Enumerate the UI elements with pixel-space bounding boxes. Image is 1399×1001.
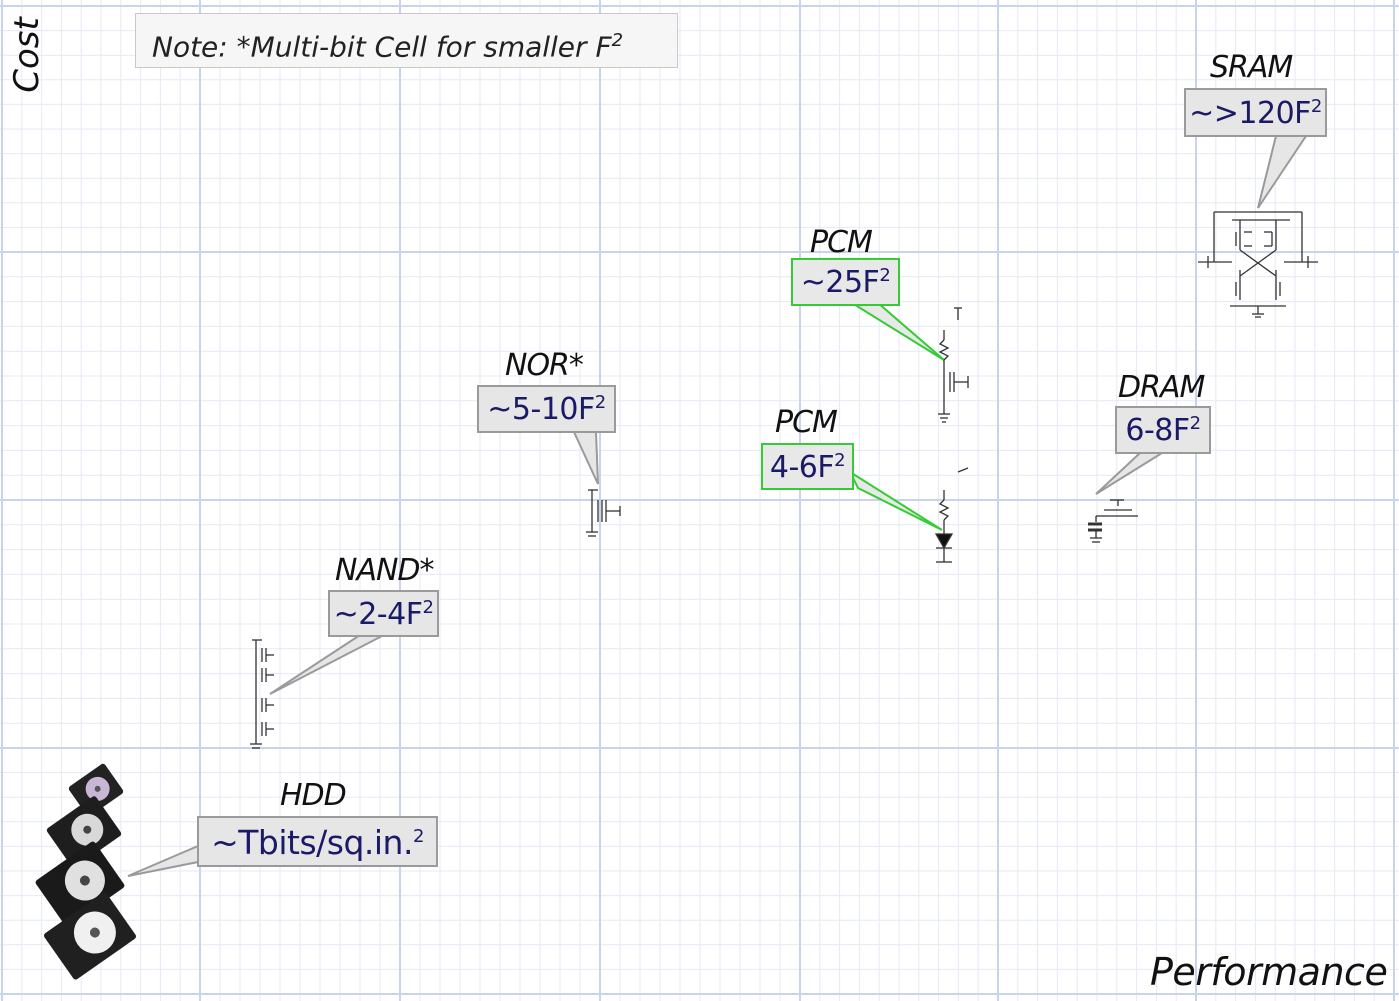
dram-value: 6-8F — [1125, 413, 1190, 448]
pcm-name-top: PCM — [810, 225, 873, 260]
note-superscript: 2 — [611, 30, 624, 51]
pcm-value-bottom-sup: 2 — [834, 450, 846, 471]
pcm1-callout-tail — [848, 302, 945, 361]
nor-callout-tail — [572, 431, 599, 485]
nand-callout: ~2-4F2 — [328, 590, 439, 637]
pcm-name-bottom: PCM — [775, 405, 838, 440]
nor-value-sup: 2 — [594, 392, 606, 413]
pcm-callout-bottom: 4-6F2 — [761, 443, 854, 490]
pcm2-callout-tail — [847, 469, 943, 531]
pcm-transistor-cell-icon — [938, 307, 969, 423]
pcm-value-top-sup: 2 — [879, 265, 891, 286]
dram-value-sup: 2 — [1189, 413, 1201, 434]
sram-cell-schematic-icon — [1198, 211, 1318, 318]
dram-callout-tail — [1095, 452, 1166, 495]
hdd-name: HDD — [280, 778, 347, 813]
hdd-callout-tail — [127, 844, 199, 877]
sram-value-sup: 2 — [1310, 96, 1322, 117]
pcm-value-bottom: 4-6F — [769, 450, 835, 485]
nand-callout-tail — [269, 634, 385, 695]
nor-callout: ~5-10F2 — [477, 385, 616, 433]
dram-cell-icon — [1088, 499, 1138, 543]
note-box: Note: *Multi-bit Cell for smaller F2 — [135, 13, 678, 68]
hdd-value-sup: 2 — [412, 826, 424, 847]
pcm-callout-top: ~25F2 — [791, 258, 900, 306]
nor-value: ~5-10F — [487, 392, 595, 427]
sram-callout-tail — [1257, 135, 1308, 209]
nand-value: ~2-4F — [333, 597, 423, 632]
nor-cell-icon — [586, 489, 621, 537]
nand-value-sup: 2 — [422, 597, 434, 618]
nand-name: NAND* — [335, 553, 435, 588]
note-text: Note: *Multi-bit Cell for smaller F — [152, 30, 612, 64]
pcm-value-top: ~25F — [800, 265, 880, 300]
sram-callout: ~>120F2 — [1184, 88, 1327, 137]
pcm-diode-cell-icon — [934, 467, 969, 563]
hdd-stack-icon — [35, 763, 137, 980]
x-axis-label: Performance — [1150, 950, 1388, 994]
hdd-callout: ~Tbits/sq.in.2 — [197, 816, 438, 867]
dram-name: DRAM — [1118, 370, 1205, 405]
dram-callout: 6-8F2 — [1115, 406, 1211, 454]
nand-string-icon — [250, 639, 274, 749]
hdd-value: ~Tbits/sq.in. — [211, 823, 413, 862]
sram-name: SRAM — [1210, 50, 1293, 85]
sram-value: ~>120F — [1189, 96, 1311, 131]
nor-name: NOR* — [505, 348, 584, 383]
